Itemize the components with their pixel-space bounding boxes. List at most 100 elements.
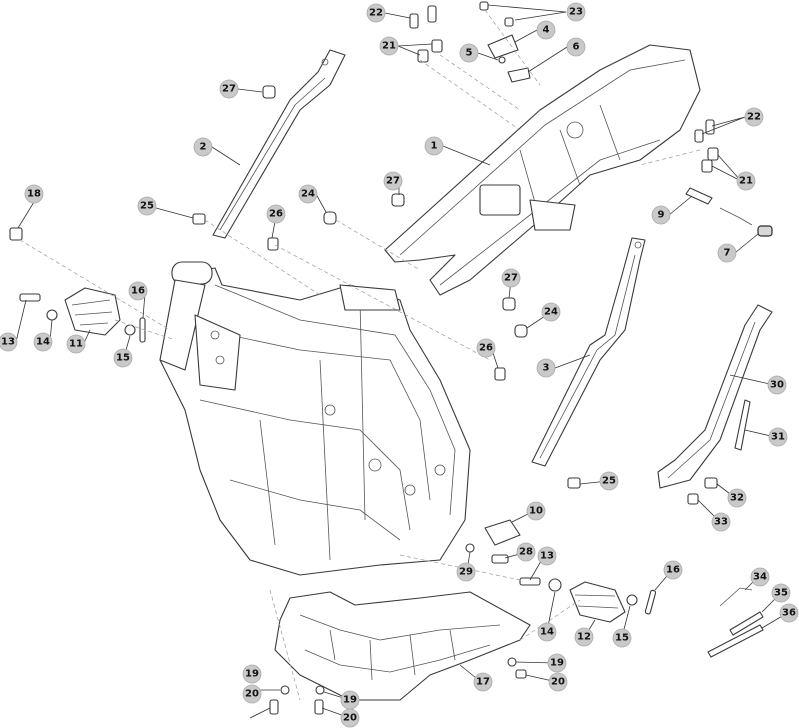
callout-25: 25 (599, 471, 619, 491)
svg-text:9: 9 (658, 210, 665, 221)
callout-11: 11 (66, 334, 86, 354)
main-frame (159, 261, 471, 576)
side-stand (657, 304, 773, 489)
svg-text:35: 35 (774, 588, 788, 599)
svg-text:4: 4 (543, 25, 550, 36)
callout-19: 19 (547, 653, 567, 673)
svg-text:25: 25 (602, 476, 616, 487)
svg-text:13: 13 (1, 337, 15, 348)
callout-31: 31 (768, 427, 788, 447)
callout-21: 21 (379, 36, 399, 56)
callout-25: 25 (137, 196, 157, 216)
svg-text:17: 17 (476, 677, 490, 688)
svg-text:16: 16 (666, 565, 680, 576)
callout-6: 6 (566, 37, 586, 57)
svg-text:7: 7 (724, 248, 731, 259)
svg-text:2: 2 (200, 142, 207, 153)
callout-7: 7 (717, 243, 737, 263)
footpeg-right (569, 581, 626, 623)
svg-text:16: 16 (131, 286, 145, 297)
callout-21: 21 (736, 171, 756, 191)
skid-plate (274, 591, 531, 701)
svg-text:36: 36 (782, 608, 796, 619)
svg-text:30: 30 (770, 380, 784, 391)
callout-19: 19 (340, 690, 360, 710)
callout-17: 17 (473, 672, 493, 692)
svg-text:27: 27 (222, 84, 236, 95)
callout-24: 24 (541, 302, 561, 322)
svg-text:5: 5 (466, 48, 473, 59)
callout-22: 22 (366, 3, 386, 23)
svg-text:26: 26 (269, 209, 283, 220)
svg-text:31: 31 (771, 432, 785, 443)
svg-text:6: 6 (573, 42, 580, 53)
svg-text:21: 21 (739, 176, 753, 187)
svg-text:34: 34 (753, 572, 767, 583)
svg-text:10: 10 (529, 506, 543, 517)
callout-26: 26 (266, 204, 286, 224)
callout-15: 15 (612, 628, 632, 648)
svg-text:3: 3 (543, 363, 550, 374)
svg-text:15: 15 (615, 633, 629, 644)
callout-36: 36 (779, 603, 799, 623)
svg-text:18: 18 (27, 189, 41, 200)
callout-27: 27 (383, 171, 403, 191)
callout-28: 28 (516, 542, 536, 562)
svg-text:22: 22 (747, 112, 761, 123)
callout-13: 13 (537, 546, 557, 566)
callout-14: 14 (33, 332, 53, 352)
svg-text:29: 29 (459, 567, 473, 578)
callout-30: 30 (767, 375, 787, 395)
callout-2: 2 (193, 137, 213, 157)
svg-text:26: 26 (479, 343, 493, 354)
callout-5: 5 (459, 43, 479, 63)
svg-text:33: 33 (714, 517, 728, 528)
svg-text:28: 28 (519, 547, 533, 558)
callout-23: 23 (566, 2, 586, 22)
svg-text:24: 24 (544, 307, 558, 318)
callout-27: 27 (501, 268, 521, 288)
callout-20: 20 (242, 684, 262, 704)
svg-text:27: 27 (386, 176, 400, 187)
callout-22: 22 (744, 107, 764, 127)
callout-12: 12 (574, 627, 594, 647)
svg-text:1: 1 (431, 141, 438, 152)
callout-26: 26 (476, 338, 496, 358)
svg-text:14: 14 (36, 337, 50, 348)
svg-text:15: 15 (116, 353, 130, 364)
svg-text:13: 13 (540, 551, 554, 562)
callout-18: 18 (24, 184, 44, 204)
svg-text:20: 20 (343, 713, 357, 724)
callout-10: 10 (526, 501, 546, 521)
svg-text:19: 19 (550, 658, 564, 669)
footpeg-left (64, 287, 121, 336)
callout-1: 1 (424, 136, 444, 156)
svg-text:12: 12 (577, 632, 591, 643)
svg-text:20: 20 (551, 677, 565, 688)
callout-9: 9 (651, 205, 671, 225)
callout-20: 20 (340, 708, 360, 728)
callout-14: 14 (537, 622, 557, 642)
support-left (212, 49, 346, 239)
small-parts (9, 1, 773, 715)
svg-text:25: 25 (140, 201, 154, 212)
svg-text:21: 21 (382, 41, 396, 52)
callout-4: 4 (536, 20, 556, 40)
callout-29: 29 (456, 562, 476, 582)
callout-24: 24 (298, 184, 318, 204)
callout-20: 20 (548, 672, 568, 692)
assembly-lines (19, 9, 701, 701)
svg-text:24: 24 (301, 189, 315, 200)
callout-34: 34 (750, 567, 770, 587)
svg-text:32: 32 (730, 493, 744, 504)
callout-13: 13 (0, 332, 18, 352)
svg-text:20: 20 (245, 689, 259, 700)
callout-16: 16 (128, 281, 148, 301)
callout-16: 16 (663, 560, 683, 580)
callout-33: 33 (711, 512, 731, 532)
svg-text:23: 23 (569, 7, 583, 18)
callout-19: 19 (242, 664, 262, 684)
svg-text:27: 27 (504, 273, 518, 284)
rear-subframe (384, 44, 701, 296)
